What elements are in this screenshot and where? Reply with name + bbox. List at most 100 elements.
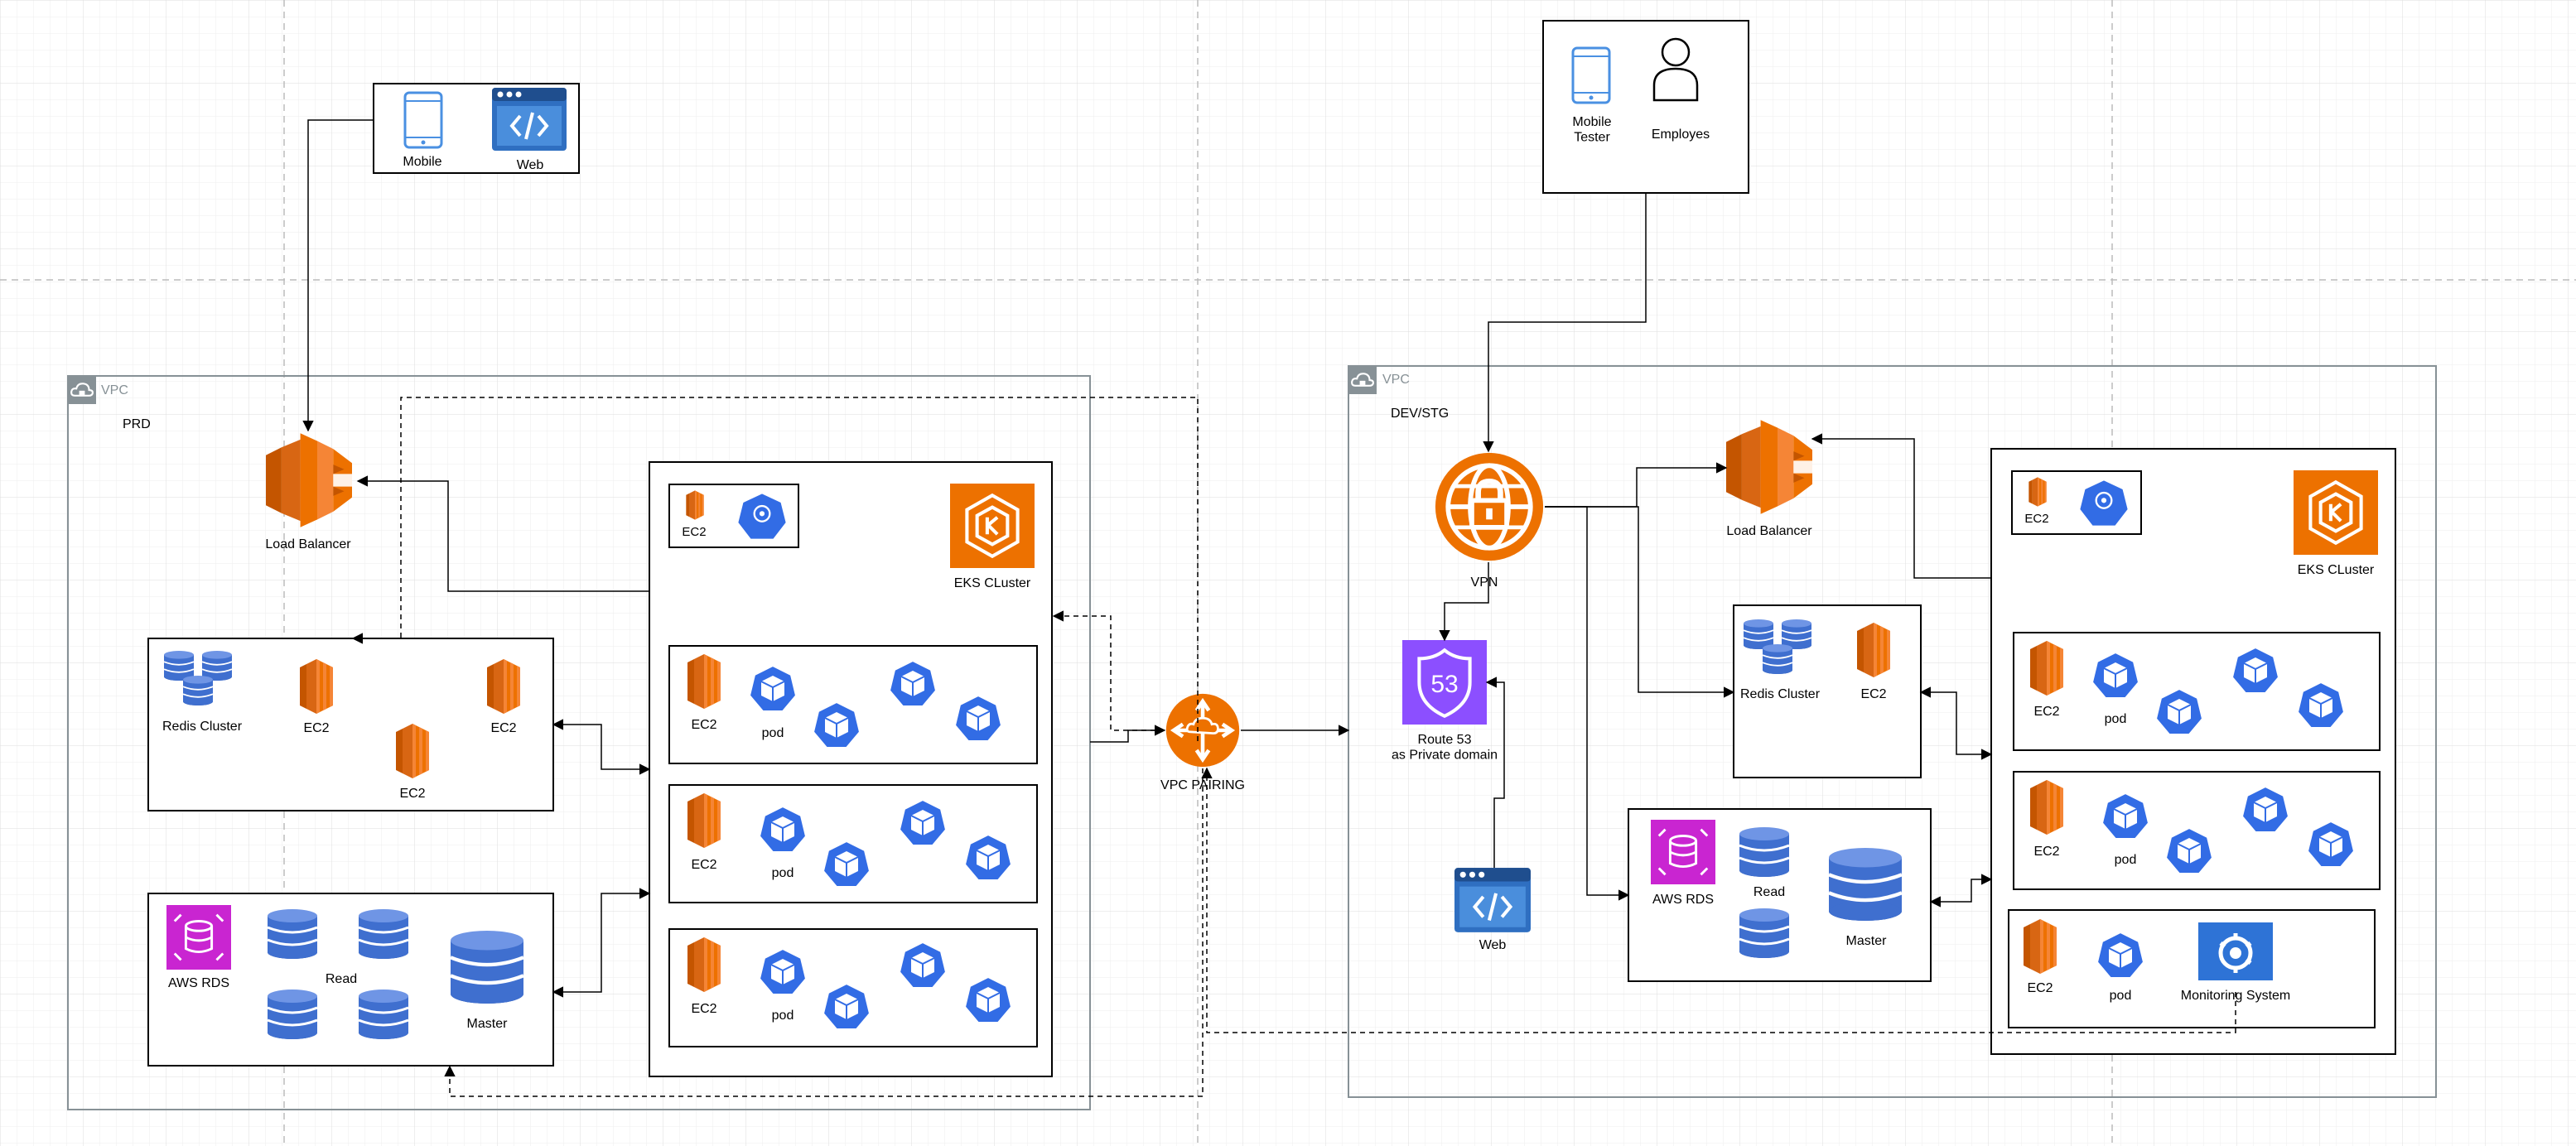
connector-clients-to-lb	[302, 119, 374, 432]
ec2-icon	[687, 793, 721, 848]
clients-box[interactable]: Mobile Web	[373, 83, 580, 174]
pod-label: pod	[772, 1009, 794, 1023]
ec2-label: EC2	[399, 787, 425, 801]
connectors	[302, 119, 2236, 1097]
redis-cluster-label: Redis Cluster	[1740, 687, 1821, 701]
node-group[interactable]: EC2 pod	[668, 784, 1038, 903]
dev-eks-cluster[interactable]: EKS CLuster EC2 EC2 pod EC2	[1990, 448, 2396, 1055]
redis-cluster-label: Redis Cluster	[162, 720, 243, 734]
ec2-label: EC2	[303, 721, 329, 735]
master-label: Master	[1846, 934, 1888, 948]
read-replica-icon	[1739, 908, 1789, 958]
connector-eks-to-lb	[356, 475, 649, 592]
monitoring-icon	[2198, 922, 2273, 980]
connector-dev-rds-nodegroup	[1929, 874, 1993, 908]
pod-label: pod	[762, 726, 784, 740]
rds-label: AWS RDS	[1652, 893, 1714, 907]
ec2-icon	[396, 724, 429, 778]
prd-vpc[interactable]: VPC PRD Load Balancer Redis Cluster EC2 …	[67, 375, 1091, 1110]
master-db-icon	[451, 931, 523, 1004]
connector-redis-nodegroup	[552, 719, 651, 775]
ec2-label: EC2	[2033, 845, 2059, 859]
control-plane-box[interactable]: EC2	[2011, 470, 2142, 535]
dev-vpc-icon	[1348, 366, 1377, 394]
eks-icon	[2294, 470, 2378, 555]
prd-vpc-label: VPC	[101, 383, 128, 397]
read-label: Read	[326, 972, 357, 986]
connector-dashed-monitoring-peering	[1201, 767, 2236, 1033]
connector-dev-eks-to-lb	[1811, 433, 1991, 579]
ec2-icon	[1857, 623, 1890, 677]
dev-redis-box[interactable]: Redis Cluster EC2	[1733, 604, 1922, 778]
dev-web-label: Web	[1479, 938, 1507, 952]
ec2-icon	[2030, 780, 2063, 835]
ec2-label: EC2	[2033, 705, 2059, 719]
ec2-label: EC2	[691, 858, 716, 872]
connector-vpn-to-route53	[1439, 562, 1489, 642]
read-replica-icon	[268, 909, 317, 959]
connector-dashed-peering-master	[444, 768, 1204, 1097]
rds-icon	[1651, 820, 1715, 884]
read-replica-icon	[268, 990, 317, 1039]
ec2-label: EC2	[2027, 981, 2053, 995]
employees-label: Employes	[1652, 128, 1710, 142]
vpc-peering[interactable]: VPC PAIRING	[1160, 694, 1245, 792]
prd-eks-cluster[interactable]: EKS CLuster EC2 EC2 pod EC2	[649, 461, 1053, 1077]
connector-dashed-peering-eks	[1052, 610, 1165, 731]
mobile-label: Mobile	[403, 155, 441, 169]
pod-label: pod	[2115, 853, 2137, 867]
connector-rds-nodegroup	[552, 888, 651, 998]
read-replica-icon	[359, 909, 408, 959]
connector-dashed-eks-redis	[400, 397, 1199, 741]
pod-label: pod	[2105, 712, 2127, 726]
rds-icon	[166, 905, 231, 970]
node-group[interactable]: EC2 pod	[2013, 632, 2381, 751]
ec2-label: EC2	[691, 1002, 716, 1016]
connector-dev-redis-nodegroup	[1919, 686, 1993, 760]
connector-web-to-route53	[1485, 677, 1505, 868]
master-db-icon	[1829, 848, 1902, 921]
vpn-label: VPN	[1471, 575, 1498, 590]
prd-vpc-icon	[68, 376, 96, 404]
dev-load-balancer-label: Load Balancer	[1726, 524, 1812, 538]
prd-rds-box[interactable]: AWS RDS Read Master	[147, 893, 554, 1067]
pod-label: pod	[772, 866, 794, 880]
node-group[interactable]: EC2 pod	[2013, 771, 2381, 890]
read-replica-icon	[1739, 827, 1789, 877]
web-label: Web	[517, 158, 544, 172]
node-group[interactable]: EC2 pod	[668, 928, 1038, 1047]
ec2-label: EC2	[691, 718, 716, 732]
connector-users-to-vpn	[1483, 193, 1647, 453]
ec2-label: EC2	[1860, 687, 1886, 701]
node-group[interactable]: EC2 pod	[668, 645, 1038, 764]
dev-env-label: DEV/STG	[1391, 407, 1449, 421]
ec2-icon	[687, 937, 721, 992]
monitoring-node-group[interactable]: EC2 pod Monitoring System	[2008, 909, 2376, 1028]
ec2-icon	[2024, 919, 2057, 974]
ec2-label: EC2	[490, 721, 516, 735]
prd-redis-box[interactable]: Redis Cluster EC2 EC2 EC2	[147, 638, 554, 811]
ec2-icon	[2028, 477, 2047, 507]
connector-vpn-to-redis	[1545, 506, 1735, 698]
web-app-icon	[492, 88, 567, 151]
web-app-icon[interactable]	[1454, 868, 1531, 932]
route53-icon-text: 53	[1430, 671, 1458, 698]
rds-label: AWS RDS	[168, 976, 229, 990]
vpc-peering-icon	[1166, 694, 1239, 767]
pod-label: pod	[2110, 989, 2132, 1003]
dev-rds-box[interactable]: AWS RDS Read Master	[1628, 808, 1932, 982]
ec2-icon	[2030, 641, 2063, 696]
control-plane-ec2-label: EC2	[682, 525, 706, 539]
eks-label: EKS CLuster	[2298, 563, 2375, 577]
vpc-peering-label: VPC PAIRING	[1160, 778, 1245, 792]
vpn-icon[interactable]	[1435, 453, 1543, 561]
control-plane-box[interactable]: EC2	[668, 484, 799, 548]
dev-vpc-label: VPC	[1382, 373, 1410, 387]
eks-icon	[950, 484, 1035, 568]
